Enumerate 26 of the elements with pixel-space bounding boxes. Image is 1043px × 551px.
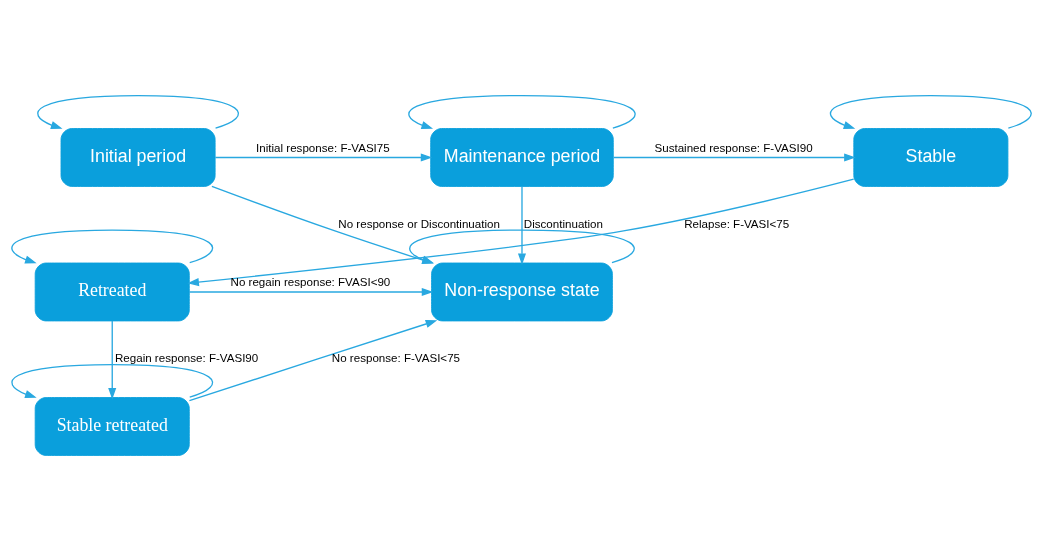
arrow <box>187 178 855 287</box>
node-box: Stable <box>853 128 1009 187</box>
arrow <box>517 185 527 265</box>
edge-label: Relapse: F-VASI<75 <box>684 217 790 230</box>
node-box: Maintenance period <box>430 128 614 187</box>
arrow <box>188 287 434 297</box>
arrow <box>408 94 636 129</box>
arrow <box>829 94 1032 129</box>
node-box: Stable retreated <box>34 397 190 456</box>
edge-label: Initial response: F-VASI75 <box>256 141 390 154</box>
arrow <box>214 153 433 162</box>
edge-label: No regain response: FVASI<90 <box>230 276 391 289</box>
node-box: Retreated <box>34 262 190 322</box>
node-box: Initial period <box>60 128 216 187</box>
edge-label: Sustained response: F-VASI90 <box>654 141 813 154</box>
edge-label: No response: F-VASI<75 <box>331 352 461 365</box>
edge-label: Regain response: F-VASI90 <box>114 352 259 365</box>
arrow <box>108 320 117 400</box>
arrow <box>11 229 214 264</box>
edge-label: Discontinuation <box>523 217 603 230</box>
arrow <box>11 363 214 398</box>
arrow <box>37 94 239 129</box>
arrow <box>612 153 856 162</box>
arrow <box>188 320 438 402</box>
edge-label: No response or Discontinuation <box>338 217 500 230</box>
node-box: Non-response state <box>431 262 613 322</box>
